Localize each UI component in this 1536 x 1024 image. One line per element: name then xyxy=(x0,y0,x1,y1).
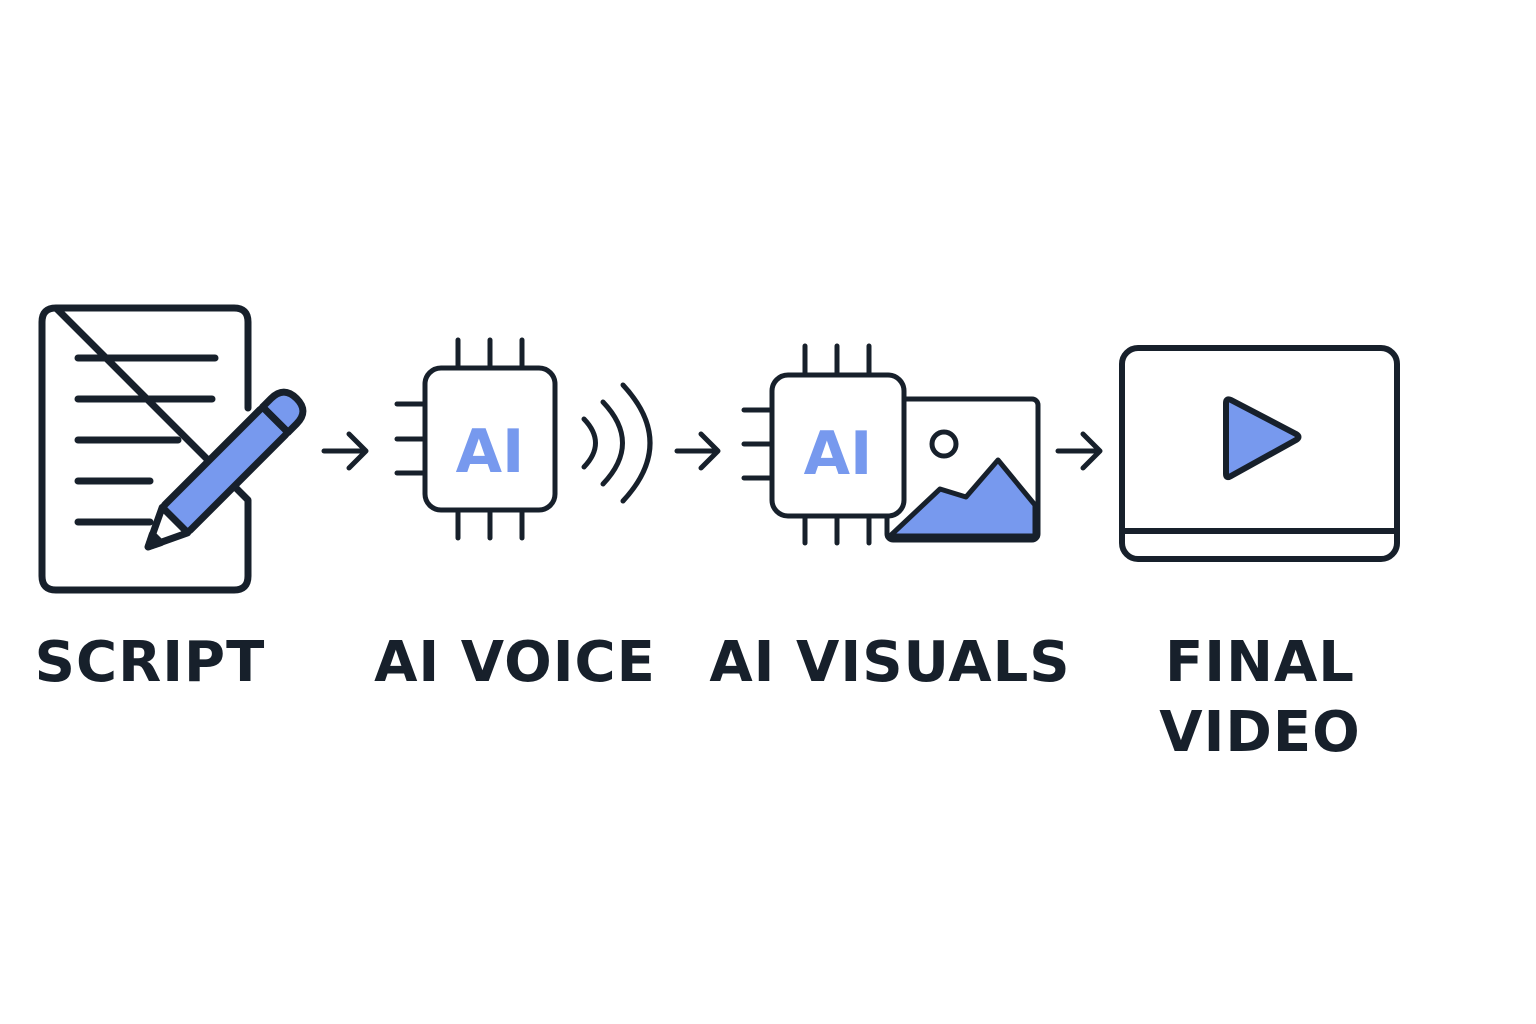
step-label-final-video: FINAL VIDEO xyxy=(1110,628,1410,768)
ai-chip-image-icon: AI xyxy=(741,343,1041,546)
ai-chip-icon xyxy=(741,343,907,546)
arrow-right-icon xyxy=(321,431,369,471)
ai-chip-icon xyxy=(394,337,558,541)
ai-chip-text: AI xyxy=(804,419,873,489)
arrow-right-icon xyxy=(1055,431,1103,471)
step-label-ai-visuals: AI VISUALS xyxy=(709,630,1071,695)
step-label-video-line: VIDEO xyxy=(1159,700,1361,765)
sound-waves-icon xyxy=(581,382,653,504)
ai-chip-sound-icon: AI xyxy=(394,337,653,541)
pencil-icon xyxy=(144,388,307,551)
step-label-ai-voice: AI VOICE xyxy=(374,630,656,695)
step-label-final-line: FINAL xyxy=(1165,630,1355,695)
ai-chip-text: AI xyxy=(456,417,525,487)
play-icon xyxy=(1223,396,1302,481)
image-icon xyxy=(884,396,1041,543)
document-pencil-icon xyxy=(38,304,307,594)
video-player-icon xyxy=(1119,345,1400,562)
step-label-script: SCRIPT xyxy=(34,630,266,695)
arrow-right-icon xyxy=(674,431,721,471)
